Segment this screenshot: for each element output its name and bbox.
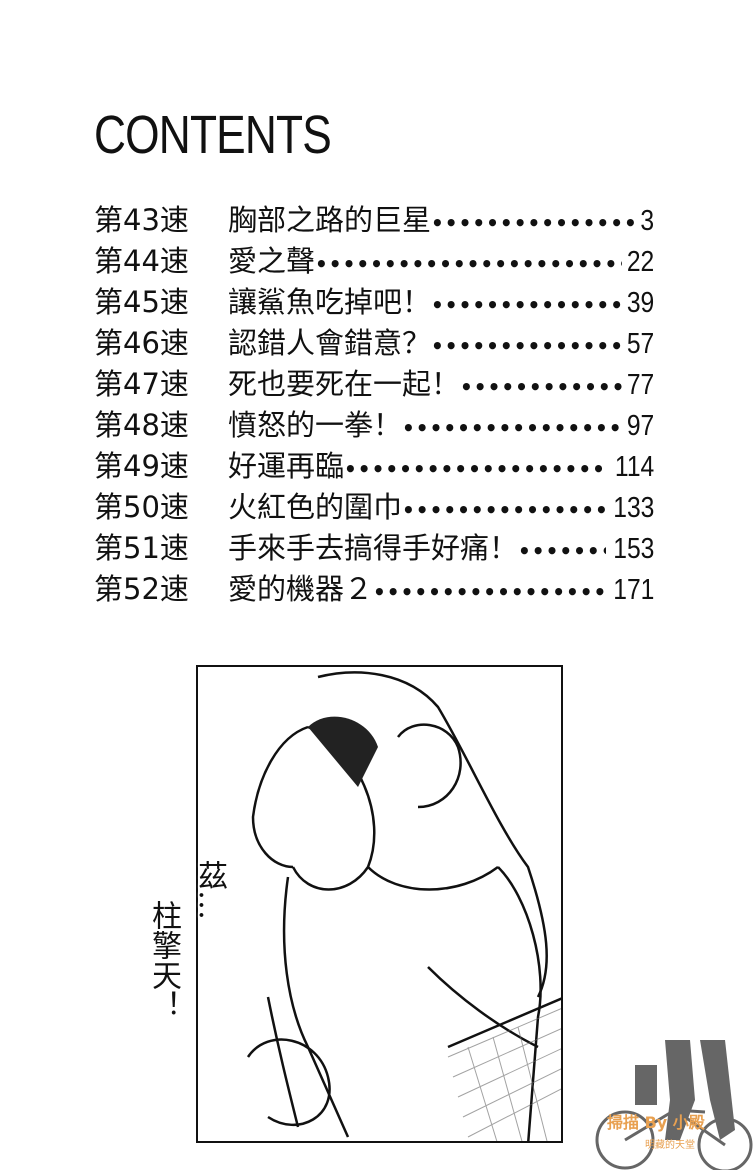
dot-leader: ••••••••••••••••••••••••••••••••••••••••…	[402, 416, 622, 440]
dot-leader: ••••••••••••••••••••••••••••••••••••••••…	[402, 498, 606, 522]
toc-entry: 第47速 死也要死在一起！••••••••••••••••••••••••••••…	[94, 364, 654, 405]
toc-entry: 第44速 愛之聲•••••••••••••••••••••••••••••••••…	[94, 241, 654, 282]
chapter-number: 第50速	[94, 490, 189, 524]
toc-entry: 第48速 憤怒的一拳！••••••••••••••••••••••••••••••…	[94, 405, 654, 446]
chapter-title: 憤怒的一拳！	[228, 408, 403, 442]
chapter-title: 愛之聲	[228, 244, 316, 278]
chapter-number: 第43速	[94, 203, 189, 237]
illustration-panel	[196, 665, 563, 1143]
page-number: 39	[626, 287, 654, 319]
toc-entry: 第49速 好運再臨••••••••••••••••••••••••••••••••…	[94, 446, 654, 487]
svg-text:明藏的天堂: 明藏的天堂	[645, 1138, 695, 1151]
page-number: 3	[640, 205, 654, 237]
toc-entry: 第46速 認錯人會錯意？•••••••••••••••••••••••••••••…	[94, 323, 654, 364]
svg-text:掃描 By 小殿: 掃描 By 小殿	[607, 1113, 706, 1132]
sound-effect-text: 柱擎天！	[146, 900, 181, 1020]
manga-illustration	[246, 671, 561, 1141]
table-of-contents: 第43速胸部之路的巨星•••••••••••••••••••••••••••••…	[94, 200, 654, 610]
chapter-title: 手來手去搞得手好痛！	[228, 531, 519, 565]
page-number: 97	[626, 410, 654, 442]
toc-entry: 第51速 手來手去搞得手好痛！••••••••••••••••••••••••••…	[94, 528, 654, 569]
chapter-number: 第51速	[94, 531, 189, 565]
page-number: 133	[612, 492, 654, 524]
dot-leader: ••••••••••••••••••••••••••••••••••••••••…	[460, 375, 622, 399]
sound-effect-text: 茲…	[192, 860, 227, 920]
dot-leader: ••••••••••••••••••••••••••••••••••••••••…	[315, 252, 622, 276]
dot-leader: ••••••••••••••••••••••••••••••••••••••••…	[518, 539, 606, 563]
page-number: 171	[612, 574, 654, 606]
chapter-title: 死也要死在一起！	[228, 367, 461, 401]
page-number: 22	[626, 246, 654, 278]
toc-entry: 第45速 讓鯊魚吃掉吧！•••••••••••••••••••••••••••••…	[94, 282, 654, 323]
chapter-title: 好運再臨	[228, 449, 345, 483]
page-number: 57	[626, 328, 654, 360]
chapter-number: 第49速	[94, 449, 189, 483]
page-number: 77	[626, 369, 654, 401]
dot-leader: ••••••••••••••••••••••••••••••••••••••••…	[431, 293, 622, 317]
dot-leader: ••••••••••••••••••••••••••••••••••••••••…	[431, 211, 638, 235]
toc-entry: 第43速 胸部之路的巨星•••••••••••••••••••••••••••••…	[94, 200, 654, 241]
chapter-title: 胸部之路的巨星	[228, 203, 432, 237]
dot-leader: ••••••••••••••••••••••••••••••••••••••••…	[373, 580, 606, 604]
dot-leader: ••••••••••••••••••••••••••••••••••••••••…	[344, 457, 608, 481]
page-number: 114	[614, 451, 654, 483]
toc-entry: 第52速 愛的機器２•••••••••••••••••••••••••••••••…	[94, 569, 654, 610]
chapter-number: 第44速	[94, 244, 189, 278]
toc-entry: 第50速 火紅色的圍巾••••••••••••••••••••••••••••••…	[94, 487, 654, 528]
chapter-title: 火紅色的圍巾	[228, 490, 403, 524]
chapter-title: 愛的機器２	[228, 572, 374, 606]
chapter-title: 讓鯊魚吃掉吧！	[228, 285, 432, 319]
chapter-number: 第48速	[94, 408, 189, 442]
dot-leader: ••••••••••••••••••••••••••••••••••••••••…	[431, 334, 622, 358]
scanlator-watermark: 掃描 By 小殿 明藏的天堂	[585, 1040, 756, 1173]
chapter-number: 第45速	[94, 285, 189, 319]
bicycle-silhouette-logo: 掃描 By 小殿 明藏的天堂	[595, 1040, 753, 1173]
chapter-number: 第46速	[94, 326, 189, 360]
chapter-title: 認錯人會錯意？	[228, 326, 432, 360]
chapter-number: 第47速	[94, 367, 189, 401]
chapter-number: 第52速	[94, 572, 189, 606]
page-number: 153	[612, 533, 654, 565]
contents-heading: CONTENTS	[94, 105, 332, 165]
